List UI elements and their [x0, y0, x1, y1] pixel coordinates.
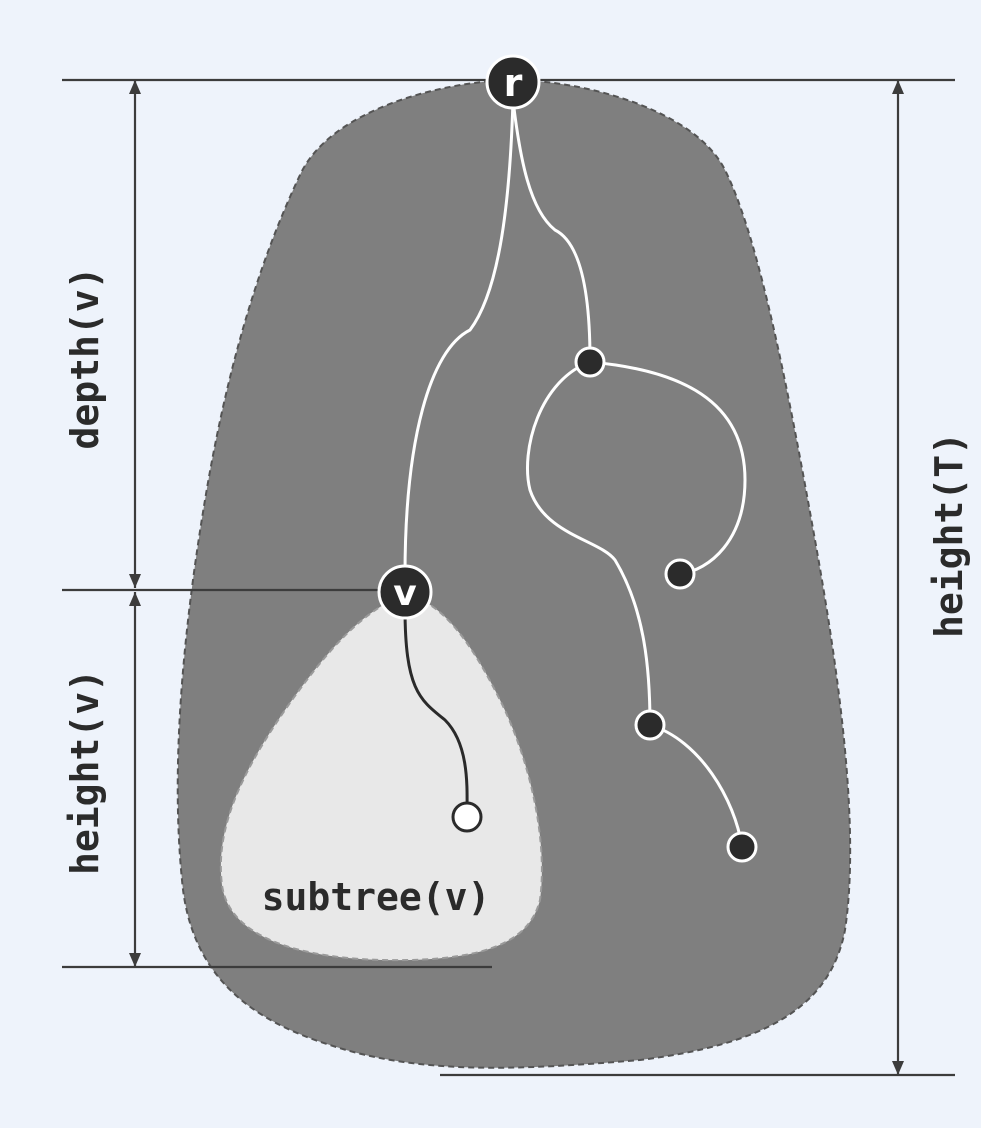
root-node [485, 54, 541, 110]
v-node [377, 564, 433, 620]
height-v-label: height(v) [63, 669, 107, 875]
tree-node [664, 558, 696, 590]
edge-c-to-d [648, 723, 744, 849]
edge-a-to-b [588, 360, 747, 576]
edge-root-to-a [511, 98, 592, 362]
root-node-label: r [504, 61, 523, 105]
subtree-region [219, 593, 543, 962]
v-node-label: v [393, 573, 416, 614]
edge-a-to-c [526, 360, 652, 727]
edge-root-to-v [403, 98, 515, 577]
depth-v-arrowhead-top [129, 80, 141, 94]
edge-v-to-leaf [403, 606, 469, 817]
tree-node [574, 346, 606, 378]
depth-v-arrowhead-bottom [129, 574, 141, 588]
subtree-v-label: subtree(v) [262, 875, 491, 919]
height-T-label: height(T) [927, 432, 971, 638]
depth-v-label: depth(v) [63, 266, 107, 449]
height-v-arrowhead-top [129, 592, 141, 606]
tree-node [726, 831, 758, 863]
height-T-arrowhead-bottom [892, 1061, 904, 1075]
tree-node [634, 709, 666, 741]
height-T-arrowhead-top [892, 80, 904, 94]
subtree-leaf-node [451, 801, 483, 833]
height-v-arrowhead-bottom [129, 953, 141, 967]
